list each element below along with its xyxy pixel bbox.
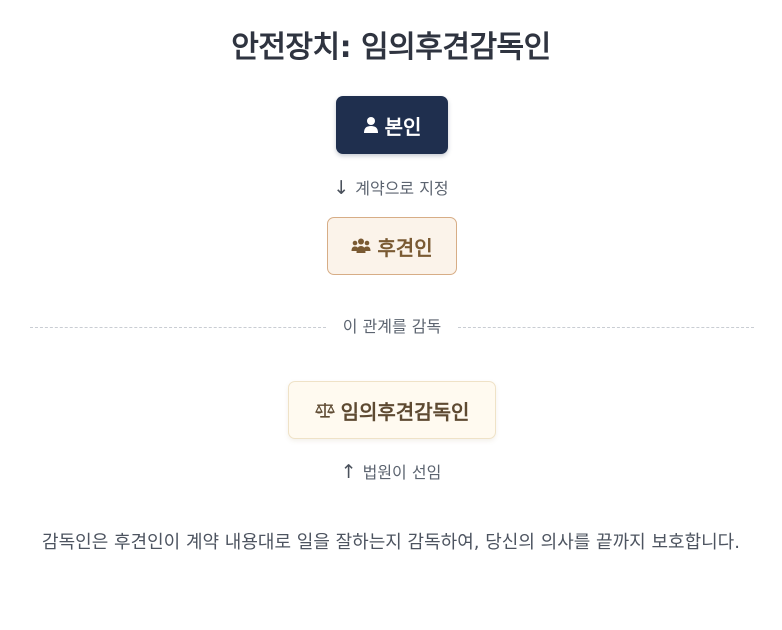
group-icon xyxy=(351,238,371,254)
connector-court: ↑ 법원이 선임 xyxy=(0,459,782,483)
node-supervisor-label: 임의후견감독인 xyxy=(340,399,470,424)
divider-label: 이 관계를 감독 xyxy=(342,317,442,336)
divider-line-right xyxy=(458,327,754,328)
divider-line-left xyxy=(30,327,326,328)
node-self-label: 본인 xyxy=(384,114,422,139)
connector-contract: ↓ 계약으로 지정 xyxy=(0,175,782,199)
person-icon xyxy=(363,116,379,134)
node-guardian-label: 후견인 xyxy=(377,235,433,260)
node-supervisor: 임의후견감독인 xyxy=(288,381,496,439)
scale-icon xyxy=(314,402,335,418)
node-self: 본인 xyxy=(336,96,448,154)
arrow-down-icon: ↓ xyxy=(333,177,350,199)
page-title: 안전장치: 임의후견감독인 xyxy=(231,30,551,65)
node-guardian: 후견인 xyxy=(327,217,457,275)
connector-court-label: 법원이 선임 xyxy=(362,463,442,482)
description-text: 감독인은 후견인이 계약 내용대로 일을 잘하는지 감독하여, 당신의 의사를 … xyxy=(42,532,740,553)
arrow-up-icon: ↑ xyxy=(340,461,357,483)
supervision-divider: 이 관계를 감독 xyxy=(30,316,754,338)
connector-contract-label: 계약으로 지정 xyxy=(355,179,449,198)
